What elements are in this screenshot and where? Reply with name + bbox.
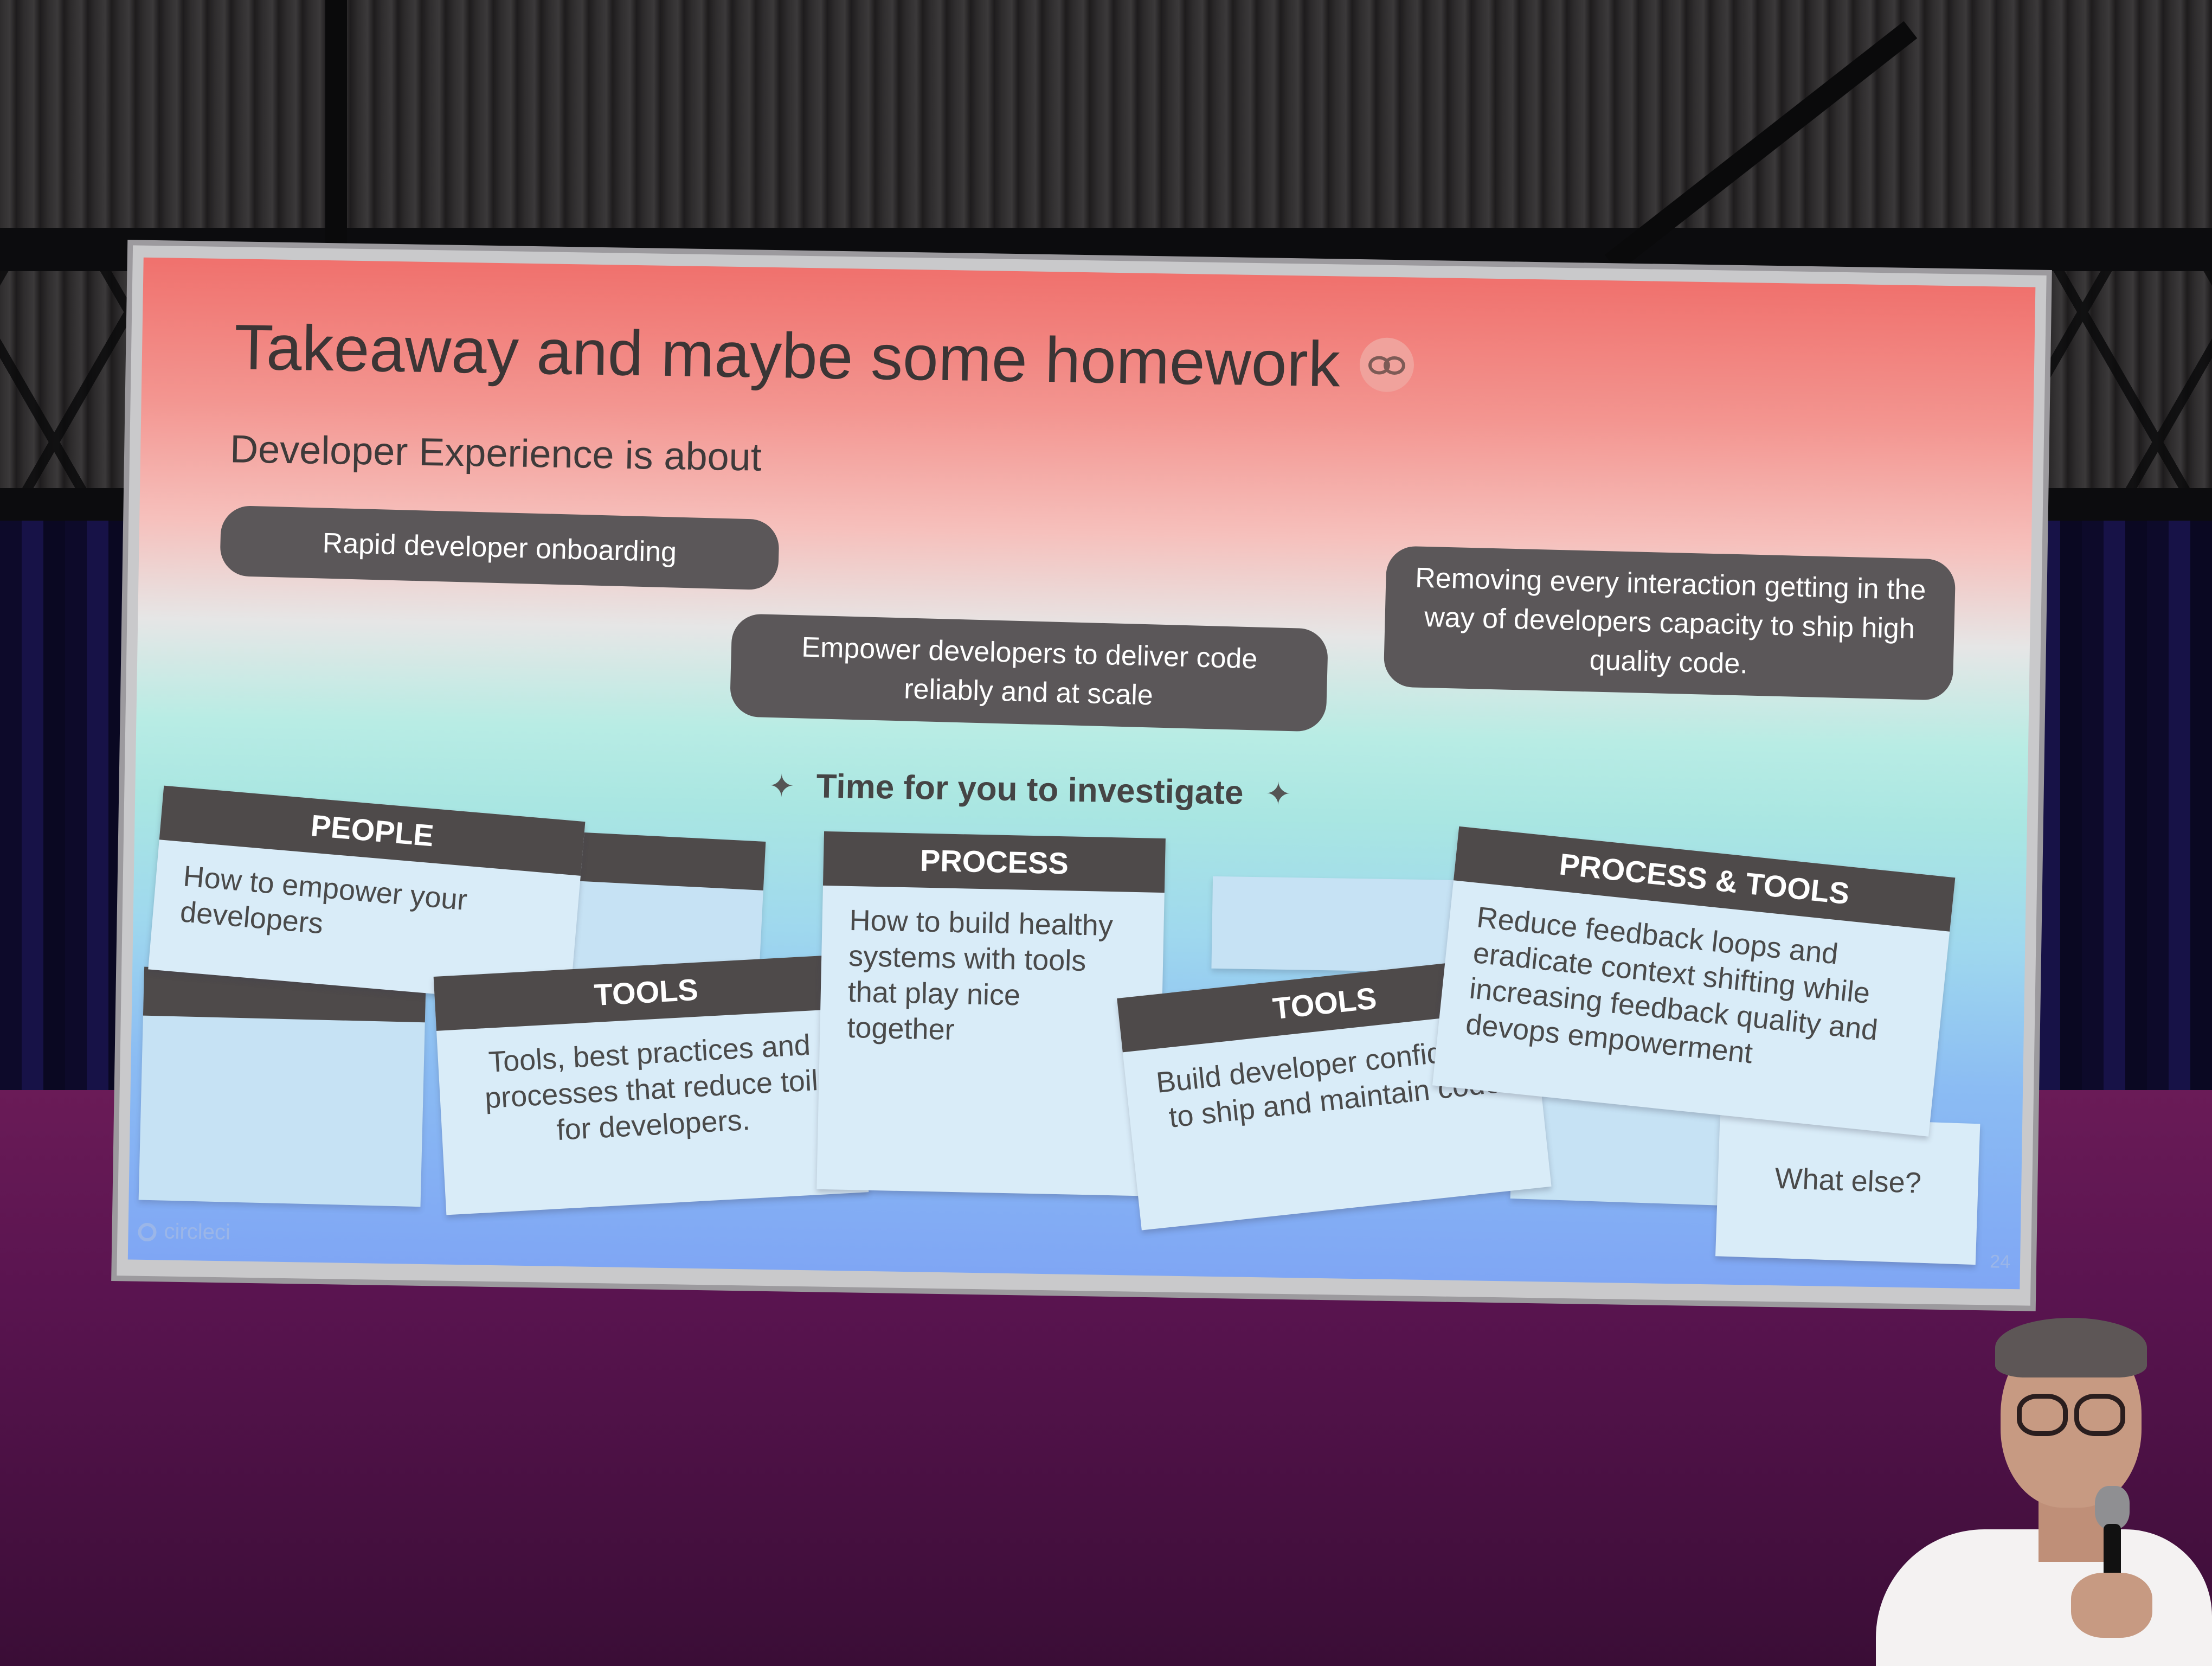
speaker-hand [2071, 1573, 2152, 1638]
sparkle-icon: ✦ [1264, 776, 1292, 812]
card-process: PROCESS How to build healthy systems wit… [816, 831, 1166, 1196]
slide-title: Takeaway and maybe some homework [234, 310, 1414, 402]
slide-subtitle: Developer Experience is about [229, 427, 762, 479]
speaker [1865, 1312, 2212, 1666]
pill-removing-interaction: Removing every interaction getting in th… [1383, 546, 1956, 701]
nerd-face-icon [1359, 337, 1414, 393]
pill-rapid-onboarding: Rapid developer onboarding [219, 505, 780, 591]
card-process-tools: PROCESS & TOOLS Reduce feedback loops an… [1432, 826, 1956, 1137]
circleci-logo-text: circleci [164, 1219, 231, 1245]
card-tools: TOOLS Tools, best practices and processe… [433, 953, 869, 1215]
speaker-glasses [2017, 1394, 2125, 1436]
speaker-hair [1995, 1318, 2147, 1377]
card-what-else: What else? [1715, 1115, 1980, 1265]
card-process-body: How to build healthy systems with tools … [846, 904, 1114, 1047]
pill-empower-developers: Empower developers to deliver code relia… [729, 613, 1329, 732]
card-tools-body: Tools, best practices and processes that… [484, 1028, 819, 1147]
slide-page-number: 24 [1989, 1251, 2011, 1273]
card-process-head: PROCESS [822, 831, 1166, 893]
presentation-slide: Takeaway and maybe some homework Develop… [127, 257, 2036, 1290]
circleci-logo: circleci [138, 1219, 230, 1245]
card-what-else-body: What else? [1774, 1162, 1922, 1200]
hanging-cable [325, 0, 347, 266]
slide-title-text: Takeaway and maybe some homework [234, 311, 1341, 401]
sparkle-icon: ✦ [768, 768, 795, 804]
investigate-heading: ✦ Time for you to investigate ✦ [731, 766, 1328, 813]
projection-screen: Takeaway and maybe some homework Develop… [117, 245, 2047, 1306]
investigate-text: Time for you to investigate [816, 767, 1244, 812]
blank-card [138, 966, 426, 1207]
circleci-logo-icon [138, 1223, 157, 1242]
